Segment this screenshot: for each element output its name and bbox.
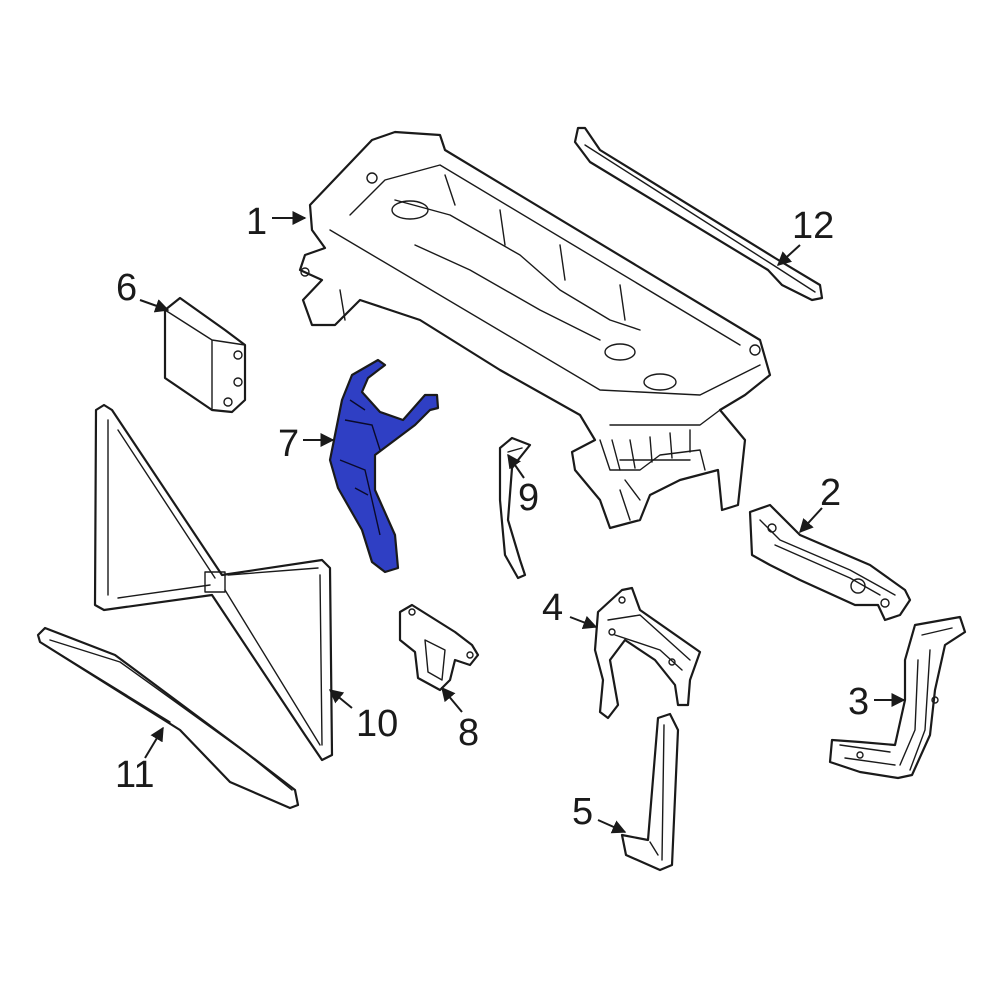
callout-3[interactable]: 3 — [848, 681, 869, 723]
part-4-bracket[interactable] — [593, 586, 702, 720]
callout-6[interactable]: 6 — [116, 267, 137, 309]
callout-5[interactable]: 5 — [572, 791, 593, 833]
part-2-side-bracket[interactable] — [748, 503, 912, 622]
part-12-strip[interactable] — [573, 126, 824, 302]
callout-10[interactable]: 10 — [356, 703, 398, 745]
part-5-pillar[interactable] — [620, 712, 680, 872]
callout-4[interactable]: 4 — [542, 587, 563, 629]
part-1-cowl-assembly[interactable] — [298, 130, 772, 530]
part-6-control-module[interactable] — [163, 296, 247, 414]
part-9-rod-bracket[interactable] — [498, 436, 532, 580]
callout-labels: 1 2 3 4 5 6 7 8 9 10 11 12 — [115, 201, 869, 833]
callout-9[interactable]: 9 — [518, 477, 539, 519]
callout-1[interactable]: 1 — [246, 201, 267, 243]
part-8-hinge-bracket[interactable] — [398, 603, 480, 692]
callout-11[interactable]: 11 — [115, 754, 154, 796]
part-3-pillar-bracket[interactable] — [828, 615, 967, 780]
part-10-x-frame[interactable] — [93, 403, 334, 762]
callout-8[interactable]: 8 — [458, 712, 479, 754]
callout-2[interactable]: 2 — [820, 472, 841, 514]
part-7-highlighted-bracket[interactable] — [328, 358, 440, 574]
callout-leaders — [139, 211, 906, 834]
callout-12[interactable]: 12 — [792, 205, 834, 247]
part-11-crossmember[interactable] — [36, 626, 300, 810]
callout-7[interactable]: 7 — [278, 423, 299, 465]
